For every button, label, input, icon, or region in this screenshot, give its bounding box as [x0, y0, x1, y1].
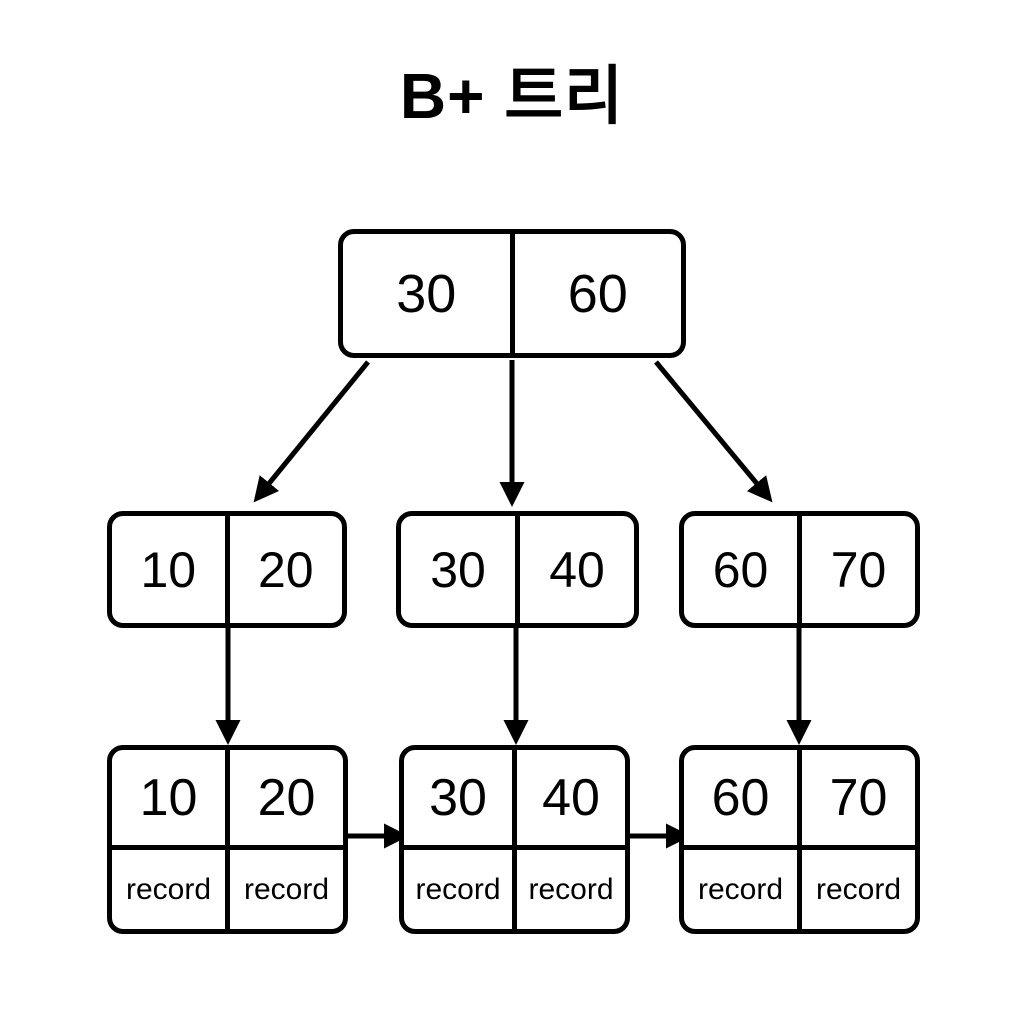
internal-node-2[interactable]: 30 40: [396, 511, 639, 628]
internal-node-2-key-row: 30 40: [401, 516, 634, 623]
leaf-node-2-key-1: 40: [542, 768, 600, 827]
leaf-node-2-key-cell-1[interactable]: 40: [512, 750, 625, 845]
internal-node-2-key-1: 40: [549, 541, 605, 598]
leaf-node-1-key-cell-0[interactable]: 10: [112, 750, 225, 845]
leaf-node-1-key-0: 10: [139, 768, 198, 827]
leaf-node-1-record-cell-1[interactable]: record: [225, 850, 343, 929]
page-title: B+ 트리: [399, 60, 625, 132]
leaf-node-3-record-1: record: [815, 872, 902, 906]
internal-node-2-key-0: 30: [430, 541, 486, 598]
leaf-node-1[interactable]: 10 20 record record: [107, 745, 348, 934]
leaf-node-3-record-cell-1[interactable]: record: [797, 850, 915, 929]
internal-node-2-cell-1[interactable]: 40: [515, 516, 634, 623]
leaf-node-1-key-cell-1[interactable]: 20: [225, 750, 343, 845]
leaf-node-2-key-cell-0[interactable]: 30: [404, 750, 512, 845]
leaf-node-1-record-cell-0[interactable]: record: [112, 850, 225, 929]
leaf-node-3-key-1: 70: [829, 768, 888, 827]
internal-node-1-key-1: 20: [257, 541, 314, 598]
root-node-cell-0[interactable]: 30: [343, 234, 510, 353]
leaf-node-2-record-cell-0[interactable]: record: [404, 850, 512, 929]
root-node-key-0: 30: [396, 263, 457, 324]
leaf-node-3-record-row: record record: [684, 845, 915, 929]
leaf-node-1-record-0: record: [125, 872, 212, 906]
leaf-node-3-record-0: record: [697, 872, 784, 906]
leaf-node-1-key-1: 20: [257, 768, 316, 827]
root-node-key-row: 30 60: [343, 234, 681, 353]
leaf-node-3-key-cell-1[interactable]: 70: [797, 750, 915, 845]
internal-node-3-key-row: 60 70: [684, 516, 915, 623]
leaf-node-3-record-cell-0[interactable]: record: [684, 850, 797, 929]
leaf-node-3-key-cell-0[interactable]: 60: [684, 750, 797, 845]
leaf-node-2-record-cell-1[interactable]: record: [512, 850, 625, 929]
leaf-node-2-record-row: record record: [404, 845, 625, 929]
edge-root-to-internal-1: [253, 360, 370, 503]
internal-node-1-cell-0[interactable]: 10: [112, 516, 225, 623]
leaf-node-2-record-0: record: [415, 872, 501, 906]
leaf-node-3-key-row: 60 70: [684, 750, 915, 845]
root-node-key-1: 60: [567, 263, 628, 324]
internal-node-1-key-row: 10 20: [112, 516, 342, 623]
internal-node-1-key-0: 10: [140, 541, 197, 598]
internal-node-2-cell-0[interactable]: 30: [401, 516, 515, 623]
leaf-node-3-key-0: 60: [711, 768, 770, 827]
internal-node-3-cell-0[interactable]: 60: [684, 516, 797, 623]
root-node[interactable]: 30 60: [338, 229, 686, 358]
leaf-node-1-record-1: record: [243, 872, 330, 906]
internal-node-3-cell-1[interactable]: 70: [797, 516, 915, 623]
leaf-node-2[interactable]: 30 40 record record: [399, 745, 630, 934]
root-node-cell-1[interactable]: 60: [509, 234, 682, 353]
leaf-node-1-record-row: record record: [112, 845, 343, 929]
internal-node-3[interactable]: 60 70: [679, 511, 920, 628]
leaf-node-3[interactable]: 60 70 record record: [679, 745, 920, 934]
internal-node-1-cell-1[interactable]: 20: [224, 516, 343, 623]
edge-root-to-internal-3: [654, 360, 773, 503]
leaf-node-1-key-row: 10 20: [112, 750, 343, 845]
internal-node-1[interactable]: 10 20: [107, 511, 347, 628]
leaf-node-2-key-0: 30: [429, 768, 487, 827]
internal-node-3-key-1: 70: [830, 541, 887, 598]
leaf-node-2-record-1: record: [528, 872, 614, 906]
leaf-node-2-key-row: 30 40: [404, 750, 625, 845]
internal-node-3-key-0: 60: [712, 541, 769, 598]
